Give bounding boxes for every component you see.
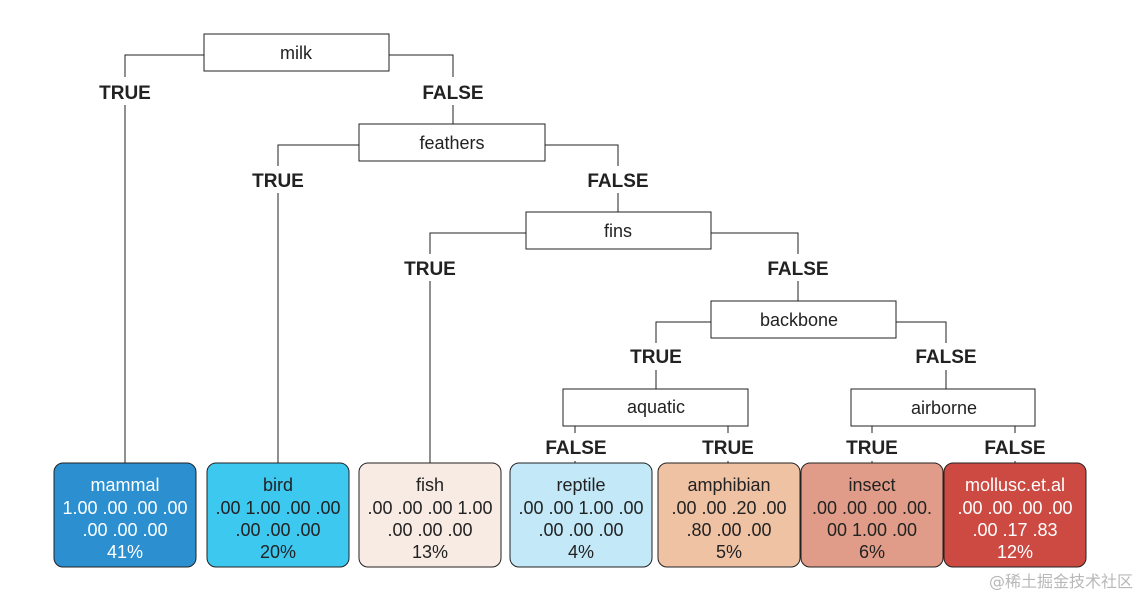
edge-feathers-true: [277, 144, 359, 166]
leaf-probabilities-row2: 00 1.00 .00: [827, 520, 917, 540]
leaf-class-label: bird: [263, 475, 293, 495]
leaf-probabilities-row2: .00 .00 .00: [387, 520, 472, 540]
edge-fins-false: [711, 232, 799, 254]
edge-backbone-false: [896, 321, 947, 343]
leaf-class-label: fish: [416, 475, 444, 495]
leaf-percentage: 12%: [997, 542, 1033, 562]
split-label-fins: fins: [604, 221, 632, 241]
leaf-class-label: mollusc.et.al: [965, 475, 1065, 495]
leaf-probabilities-row2: .00 .00 .00: [538, 520, 623, 540]
leaf-box: [358, 462, 502, 568]
branch-label-milk-false: FALSE: [422, 83, 483, 104]
branch-label-backbone-true: TRUE: [630, 347, 682, 368]
split-label-airborne: airborne: [911, 398, 977, 418]
leaf-box: [800, 462, 944, 568]
leaf-probabilities-row1: .00 .00 .00 .00: [957, 498, 1072, 518]
split-label-backbone: backbone: [760, 310, 838, 330]
split-label-feathers: feathers: [419, 133, 484, 153]
leaf-probabilities-row2: .00 .17 .83: [972, 520, 1057, 540]
leaf-probabilities-row1: .00 .00 .00 1.00: [367, 498, 492, 518]
leaf-class-label: mammal: [90, 475, 159, 495]
leaf-box: [53, 462, 197, 568]
leaf-percentage: 6%: [859, 542, 885, 562]
branch-label-aquatic-false: FALSE: [545, 438, 606, 459]
edge-milk-false: [389, 54, 454, 77]
watermark: @稀土掘金技术社区: [988, 572, 1133, 591]
split-label-aquatic: aquatic: [627, 397, 685, 417]
branch-label-airborne-false: FALSE: [984, 438, 1045, 459]
leaf-probabilities-row1: .00 .00 .20 .00: [671, 498, 786, 518]
split-node-airborne: airborne: [850, 388, 1036, 427]
leaf-class-label: amphibian: [687, 475, 770, 495]
branch-label-feathers-false: FALSE: [587, 171, 648, 192]
leaf-node: reptile .00 .00 1.00 .00.00 .00 .004%: [509, 462, 653, 568]
leaf-probabilities-row2: .80 .00 .00: [686, 520, 771, 540]
leaf-class-label: reptile: [556, 475, 605, 495]
leaf-box: [657, 462, 801, 568]
branch-label-feathers-true: TRUE: [252, 171, 304, 192]
leaf-node: amphibian .00 .00 .20 .00.80 .00 .005%: [657, 462, 801, 568]
leaf-node: mollusc.et.al .00 .00 .00 .00.00 .17 .831…: [943, 462, 1087, 568]
split-node-aquatic: aquatic: [562, 388, 749, 427]
split-node-milk: milk: [203, 33, 390, 72]
leaf-box: [206, 462, 350, 568]
leaf-node: insect .00 .00 .00 .00.00 1.00 .006%: [800, 462, 944, 568]
leaf-percentage: 13%: [412, 542, 448, 562]
branch-label-aquatic-true: TRUE: [702, 438, 754, 459]
leaf-percentage: 41%: [107, 542, 143, 562]
split-node-backbone: backbone: [710, 300, 897, 339]
leaf-box: [943, 462, 1087, 568]
leaf-probabilities-row1: 1.00 .00 .00 .00: [62, 498, 187, 518]
split-node-fins: fins: [525, 211, 712, 250]
leaf-percentage: 20%: [260, 542, 296, 562]
split-node-feathers: feathers: [358, 123, 546, 162]
edge-backbone-true: [655, 321, 711, 343]
branch-label-fins-true: TRUE: [404, 259, 456, 280]
leaf-probabilities-row1: .00 .00 .00 .00.: [812, 498, 932, 518]
split-label-milk: milk: [280, 43, 313, 63]
branch-label-airborne-true: TRUE: [846, 438, 898, 459]
edge-feathers-false: [545, 144, 619, 166]
leaf-probabilities-row1: .00 .00 1.00 .00: [518, 498, 643, 518]
edge-milk-true: [124, 54, 204, 77]
leaf-class-label: insect: [848, 475, 895, 495]
leaf-box: [509, 462, 653, 568]
leaf-probabilities-row2: .00 .00 .00: [235, 520, 320, 540]
branch-label-milk-true: TRUE: [99, 83, 151, 104]
branch-label-fins-false: FALSE: [767, 259, 828, 280]
leaf-percentage: 5%: [716, 542, 742, 562]
leaf-probabilities-row2: .00 .00 .00: [82, 520, 167, 540]
branch-label-backbone-false: FALSE: [915, 347, 976, 368]
leaf-percentage: 4%: [568, 542, 594, 562]
edge-fins-true: [429, 232, 526, 254]
leaf-probabilities-row1: .00 1.00 .00 .00: [215, 498, 340, 518]
